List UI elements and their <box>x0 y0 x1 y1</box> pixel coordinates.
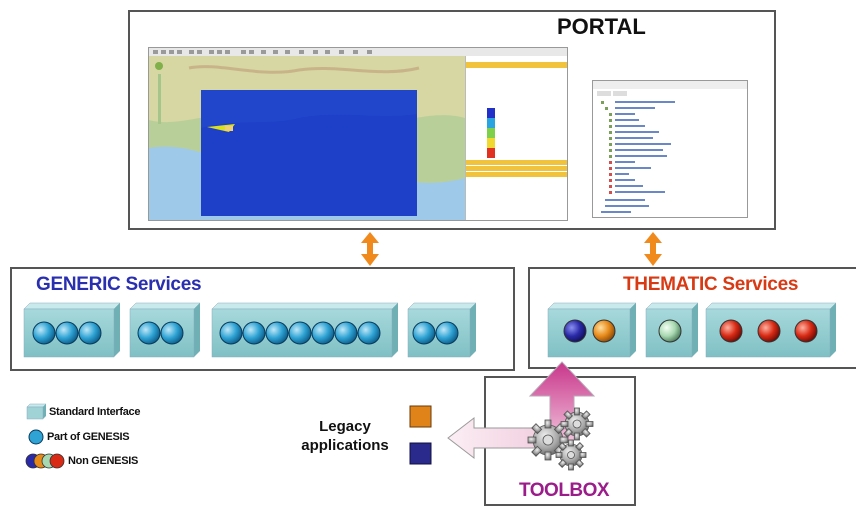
gear-icon <box>527 407 594 471</box>
map-viewer-screenshot <box>148 47 568 221</box>
genesis-ball-icon <box>288 321 312 345</box>
non-genesis-ball-icon <box>794 319 818 343</box>
legend-genesis-ball-icon <box>28 429 44 445</box>
map-viewer-graphic <box>149 48 567 220</box>
legacy-applications-label: Legacy applications <box>290 417 400 455</box>
catalogue-graphic <box>593 81 747 213</box>
portal-title: PORTAL <box>557 14 646 39</box>
legacy-line1: Legacy <box>319 418 371 435</box>
legend-standard-interface-icon <box>26 403 47 420</box>
genesis-ball-icon <box>412 321 436 345</box>
interface-block-icon <box>547 302 637 358</box>
genesis-ball-icon <box>357 321 381 345</box>
genesis-ball-icon <box>32 321 56 345</box>
legacy-line2: applications <box>301 437 389 454</box>
genesis-ball-icon <box>334 321 358 345</box>
genesis-ball-icon <box>311 321 335 345</box>
genesis-ball-icon <box>219 321 243 345</box>
legend-standard-interface: Standard Interface <box>49 406 141 418</box>
thematic-services-title: THEMATIC Services <box>623 274 799 295</box>
non-genesis-ball-icon <box>757 319 781 343</box>
genesis-ball-icon <box>265 321 289 345</box>
legend-non-genesis: Non GENESIS <box>68 455 139 467</box>
genesis-ball-icon <box>137 321 161 345</box>
catalogue-screenshot <box>592 80 748 218</box>
non-genesis-ball-icon <box>563 319 587 343</box>
arrow-icon <box>447 416 541 460</box>
non-genesis-ball-icon <box>592 319 616 343</box>
legend-part-of-genesis: Part of GENESIS <box>47 431 130 443</box>
genesis-ball-icon <box>242 321 266 345</box>
legacy-app-orange-icon <box>409 405 432 428</box>
non-genesis-ball-icon <box>658 319 682 343</box>
legacy-app-blue-icon <box>409 442 432 465</box>
genesis-ball-icon <box>78 321 102 345</box>
genesis-ball-icon <box>160 321 184 345</box>
non-genesis-ball-icon <box>719 319 743 343</box>
interface-block-icon <box>645 302 699 358</box>
genesis-ball-icon <box>435 321 459 345</box>
toolbox-title: TOOLBOX <box>519 480 610 501</box>
generic-services-title: GENERIC Services <box>36 274 202 295</box>
genesis-ball-icon <box>55 321 79 345</box>
legend-non-genesis-icon <box>25 453 65 469</box>
